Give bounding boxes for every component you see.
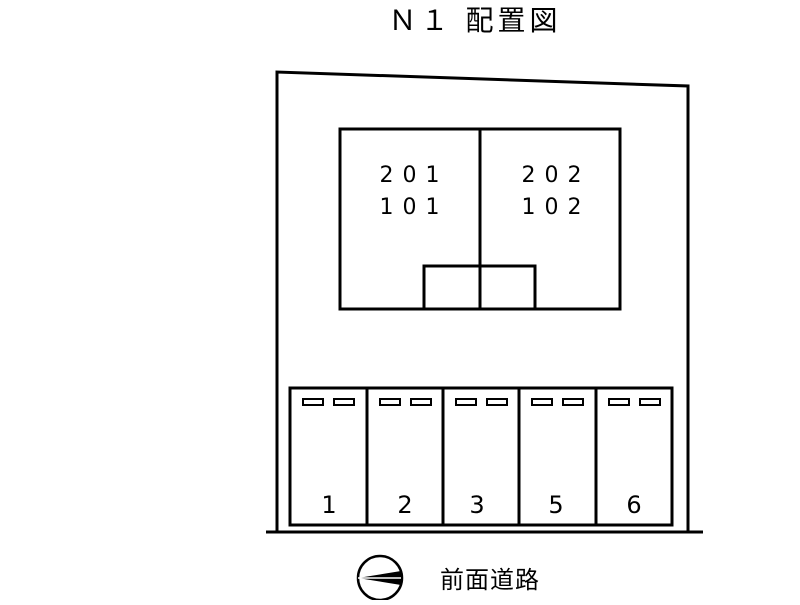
- page-title: Ｎ１ 配置図: [389, 4, 562, 37]
- wheel-stop: [379, 398, 401, 406]
- stall-number: 5: [548, 491, 563, 519]
- unit-label-201: 201: [380, 163, 449, 188]
- unit-label-202: 202: [522, 163, 591, 188]
- wheel-stop: [302, 398, 324, 406]
- entrance-block: [422, 264, 537, 311]
- unit-label-101: 101: [380, 195, 449, 220]
- wheel-stop: [608, 398, 630, 406]
- parking-area: 1 2 3 5 6: [288, 386, 674, 527]
- building: 201 101 202 102: [338, 127, 622, 311]
- parking-outline: [288, 386, 674, 527]
- wheel-stop: [486, 398, 508, 406]
- stall-number: 3: [469, 491, 484, 519]
- north-arrow-icon: [356, 554, 404, 602]
- stall-number: 1: [321, 491, 336, 519]
- wheel-stop: [333, 398, 355, 406]
- stall-number: 2: [397, 491, 412, 519]
- stall-number: 6: [626, 491, 641, 519]
- wheel-stop: [531, 398, 553, 406]
- wheel-stop: [410, 398, 432, 406]
- site-boundary: [275, 70, 690, 532]
- wheel-stop: [639, 398, 661, 406]
- road-label: 前面道路: [440, 566, 540, 594]
- unit-label-102: 102: [522, 195, 591, 220]
- wheel-stop: [562, 398, 584, 406]
- wheel-stop: [455, 398, 477, 406]
